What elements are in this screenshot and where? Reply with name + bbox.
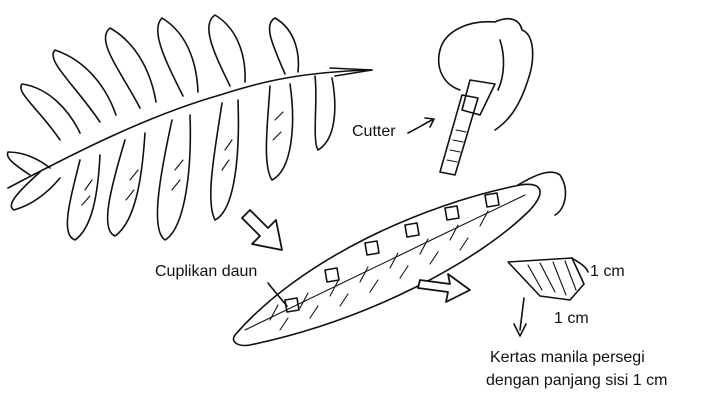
square-cut bbox=[365, 241, 379, 255]
side-length-right-label: 1 cm bbox=[590, 262, 625, 281]
hand-with-cutter-drawing bbox=[439, 19, 533, 175]
paper-description-line-1: Kertas manila persegi bbox=[490, 348, 645, 367]
leaflet bbox=[209, 15, 245, 86]
leaflet bbox=[53, 50, 116, 122]
leaflet bbox=[108, 133, 145, 236]
square-cut bbox=[445, 206, 459, 220]
leaflet-outline bbox=[233, 184, 540, 345]
leaflet bbox=[270, 18, 299, 74]
leaflet bbox=[21, 84, 80, 140]
side-length-bottom-label: 1 cm bbox=[554, 309, 589, 328]
leaflet bbox=[105, 28, 156, 108]
cutter-blade bbox=[440, 95, 478, 175]
leaflet bbox=[67, 155, 100, 240]
down-arrow-icon bbox=[242, 210, 282, 250]
square-cut bbox=[405, 223, 419, 237]
leaflet bbox=[7, 152, 50, 175]
paper-pointer-line bbox=[520, 298, 524, 330]
snippet-pointer-line bbox=[268, 283, 287, 306]
paper-square bbox=[508, 258, 584, 300]
leaflet bbox=[11, 172, 60, 210]
leaf-hatching bbox=[82, 112, 283, 205]
square-cut bbox=[485, 193, 499, 207]
leaflet bbox=[211, 100, 239, 220]
hand-fingers bbox=[439, 50, 460, 90]
paper-description-line-2: dengan panjang sisi 1 cm bbox=[486, 371, 667, 390]
leaf-snippet-label: Cuplikan daun bbox=[155, 262, 257, 281]
leaflet-stalk bbox=[518, 172, 565, 215]
hand-finger-line bbox=[498, 40, 504, 90]
right-arrow-icon bbox=[418, 274, 470, 302]
leaflet bbox=[266, 84, 292, 180]
manila-square-drawing bbox=[508, 258, 588, 300]
hand-outline bbox=[440, 19, 533, 130]
leaflet-with-cuts-drawing bbox=[233, 172, 565, 345]
cutter-label: Cutter bbox=[352, 122, 396, 141]
square-cut bbox=[325, 268, 339, 282]
cutter-pointer-arrow bbox=[408, 120, 432, 133]
leaflet bbox=[157, 115, 190, 240]
leaflet bbox=[158, 18, 198, 96]
compound-leaf-drawing bbox=[7, 15, 372, 240]
leaflet bbox=[315, 76, 335, 150]
